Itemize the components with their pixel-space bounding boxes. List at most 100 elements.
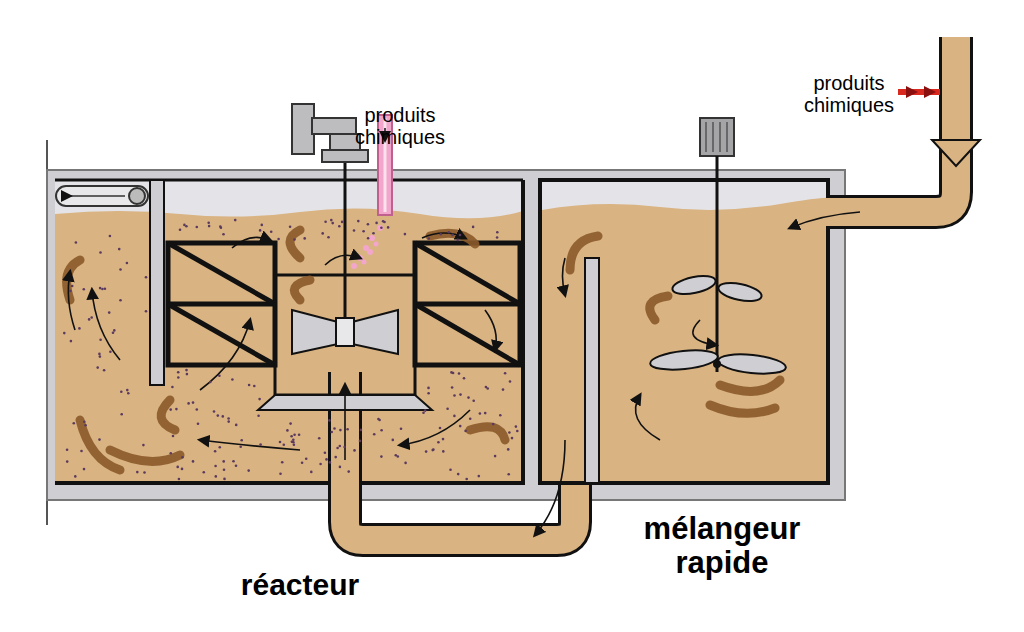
floc-particle (293, 433, 296, 436)
floc-particle (329, 461, 332, 464)
floc-particle (142, 444, 145, 447)
floc-particle (279, 472, 282, 475)
chemical-dots (351, 225, 383, 269)
floc-particle (357, 220, 360, 223)
floc-particle (289, 422, 292, 425)
floc-particle (222, 233, 225, 236)
floc-particle (177, 371, 180, 374)
mixer-propellers (649, 273, 787, 377)
floc-particle (448, 231, 451, 234)
floc-particle (298, 433, 301, 436)
floc-particle (103, 369, 106, 372)
floc-particle (108, 311, 111, 314)
floc-particle (336, 447, 339, 450)
conveyor-pulley (129, 188, 145, 204)
floc-particle (502, 388, 505, 391)
floc-particle (463, 377, 466, 380)
mixer-air (540, 180, 828, 483)
motor-fins (706, 122, 727, 152)
floc-particle (279, 441, 282, 444)
floc-particle (109, 351, 112, 354)
floc-particle (346, 428, 349, 431)
floc-particle (507, 448, 510, 451)
floc-particle (196, 226, 199, 229)
floc-particle (99, 339, 102, 342)
floc-particle (338, 225, 341, 228)
reactor-water (55, 208, 523, 483)
floc-particle (453, 394, 456, 397)
floc-particle (464, 430, 467, 433)
floc-particle (449, 469, 452, 472)
floc-particle (458, 372, 461, 375)
floc-particle (222, 415, 225, 418)
floc-particle (353, 449, 356, 452)
floc-particle (80, 450, 83, 453)
floc-particle (232, 460, 235, 463)
floc-particle (467, 396, 470, 399)
floc-particle (219, 225, 222, 228)
floc-particle (516, 430, 519, 433)
floc-particle (186, 373, 189, 376)
floc-particle (367, 223, 370, 226)
floc-particle (259, 443, 262, 446)
floc-particle (380, 429, 383, 432)
floc-particle (99, 251, 102, 254)
floc-particle (219, 446, 222, 449)
floc-particle (496, 231, 499, 234)
floc-particle (178, 478, 181, 481)
floc-particle (479, 412, 482, 415)
floc-particle (192, 401, 195, 404)
floc-particle (303, 237, 306, 240)
floc-particle (98, 438, 101, 441)
floc-particle (176, 466, 179, 469)
floc-particle (362, 230, 365, 233)
mixer-shaft (716, 156, 719, 372)
floc-particle (231, 378, 234, 381)
floc-particle (456, 239, 459, 242)
floc-particle (99, 355, 102, 358)
floc-particle (373, 433, 376, 436)
floc-particle (145, 310, 148, 313)
floc-particle (207, 222, 210, 225)
floc-particle (69, 290, 72, 293)
floc-particle (291, 441, 294, 444)
floc-particle (109, 235, 112, 238)
floc-particle (451, 386, 454, 389)
floc-particle (507, 473, 510, 476)
floc-particle (400, 427, 403, 430)
floc-particle (203, 471, 206, 474)
floc-particle (305, 457, 308, 460)
floc-particle (119, 299, 122, 302)
floc-particle (404, 462, 407, 465)
floc-particle (247, 469, 250, 472)
floc-particle (83, 288, 86, 291)
floc-particle (192, 460, 195, 463)
floc-particle (234, 219, 237, 222)
floc-particle (367, 237, 370, 240)
mixer-baffle (585, 258, 599, 483)
floc-particle (511, 437, 514, 440)
floc-particle (113, 329, 116, 332)
floc-particle (118, 248, 121, 251)
floc-particle (126, 389, 129, 392)
floc-particle (120, 390, 123, 393)
floc-particle (277, 238, 280, 241)
floc-particle (360, 429, 363, 432)
floc-particle (404, 233, 407, 236)
floc-particle (380, 226, 383, 229)
floc-particle (259, 229, 262, 232)
floc-particle (486, 387, 489, 390)
floc-particle (392, 439, 395, 442)
floc-particle (104, 288, 107, 291)
reactor-shaft (344, 150, 347, 325)
floc-particle (183, 224, 186, 227)
chemical-label: produits chimiques (330, 104, 470, 148)
floc-particle (196, 408, 199, 411)
floc-particle (324, 220, 327, 223)
floc-particle (74, 475, 77, 478)
floc-particle (341, 221, 344, 224)
floc-particle (239, 445, 242, 448)
inlet-pipe (331, 372, 359, 486)
floc-particle (99, 287, 102, 290)
